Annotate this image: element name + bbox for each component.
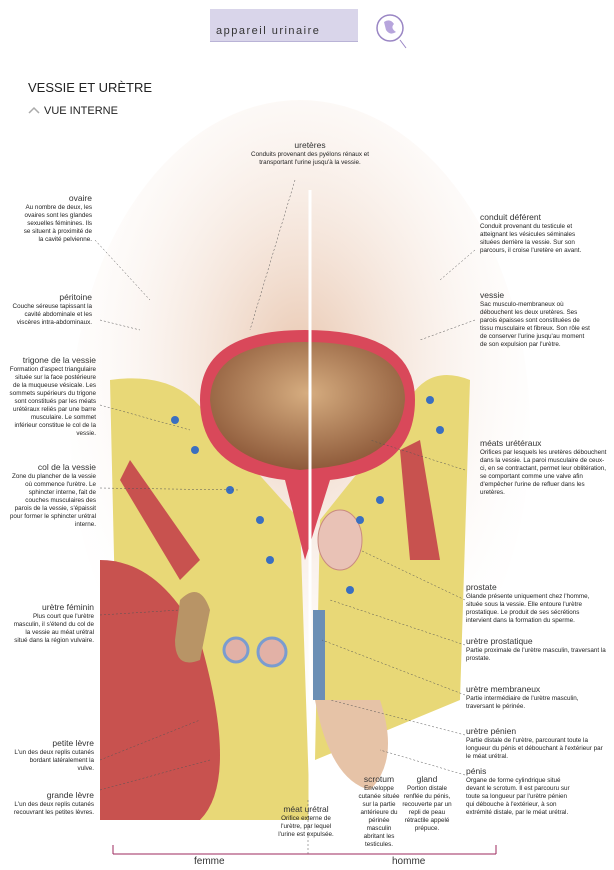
- bladder-interior: [210, 342, 405, 470]
- chevron-up-icon: [28, 106, 40, 114]
- male-fat-tissue: [315, 375, 470, 760]
- axis-label-homme: homme: [392, 856, 426, 867]
- section-title: appareil urinaire: [216, 25, 321, 37]
- page-title: VESSIE ET URÈTRE: [28, 80, 153, 95]
- prostate: [317, 509, 363, 571]
- axis-label-femme: femme: [194, 856, 225, 867]
- section-band: [210, 9, 358, 42]
- male-muscle: [400, 440, 440, 560]
- penis: [315, 700, 388, 790]
- kidney-seal-icon: [376, 14, 407, 49]
- page-subtitle: VUE INTERNE: [44, 105, 118, 117]
- leader-lines: [94, 179, 476, 855]
- bone: [175, 592, 210, 663]
